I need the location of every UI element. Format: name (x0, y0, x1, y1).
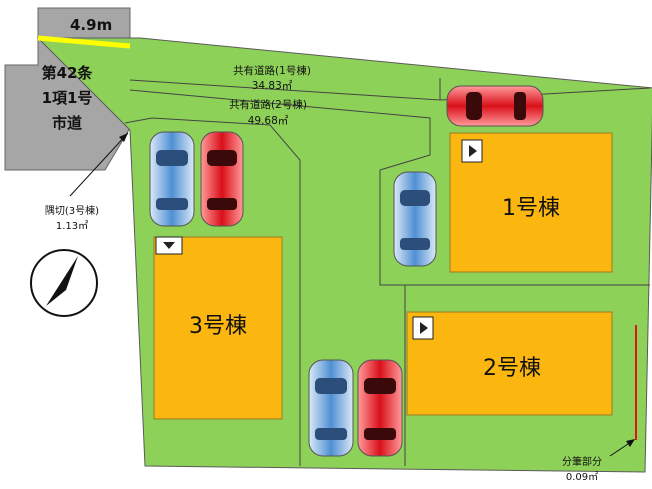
divided-part-arrow-icon (626, 439, 635, 447)
public-road-line3: 市道 (52, 114, 82, 132)
north-arrow-icon (30, 249, 98, 317)
entrance-marker-3 (155, 236, 183, 255)
shared-road-2-label: 共有道路(2号棟) (229, 98, 307, 111)
shared-road-1-label: 共有道路(1号棟) (233, 64, 311, 77)
corner-cut-label: 隅切(3号棟) (45, 204, 99, 217)
public-road-line1: 第42条 (42, 64, 94, 82)
frontage-width-label: 4.9m (70, 16, 112, 34)
building-3-label: 3号棟 (189, 314, 247, 339)
frontage-line (37, 35, 131, 49)
car-red-1 (446, 85, 544, 127)
divided-part-area: 0.09㎡ (566, 471, 598, 483)
building-3 (153, 236, 283, 420)
car-blue-3a (149, 131, 195, 227)
building-2 (406, 311, 613, 416)
car-blue-1 (393, 171, 437, 267)
public-road-line2: 1項1号 (42, 89, 93, 107)
car-blue-2 (308, 359, 354, 457)
entrance-marker-2 (412, 316, 434, 340)
car-red-3b (200, 131, 244, 227)
shared-road-1-area: 34.83㎡ (252, 80, 293, 92)
divided-part-label: 分筆部分 (562, 455, 602, 468)
building-1-label: 1号棟 (502, 196, 560, 221)
shared-road-2-area: 49.68㎡ (248, 115, 289, 127)
car-red-2 (357, 359, 403, 457)
corner-cut-arrow-icon (119, 133, 128, 142)
corner-cut-leader (69, 132, 129, 197)
building-2-label: 2号棟 (483, 356, 541, 381)
lot-boundaries (124, 78, 651, 466)
entrance-marker-1 (461, 139, 483, 163)
corner-cut-area: 1.13㎡ (56, 220, 88, 232)
